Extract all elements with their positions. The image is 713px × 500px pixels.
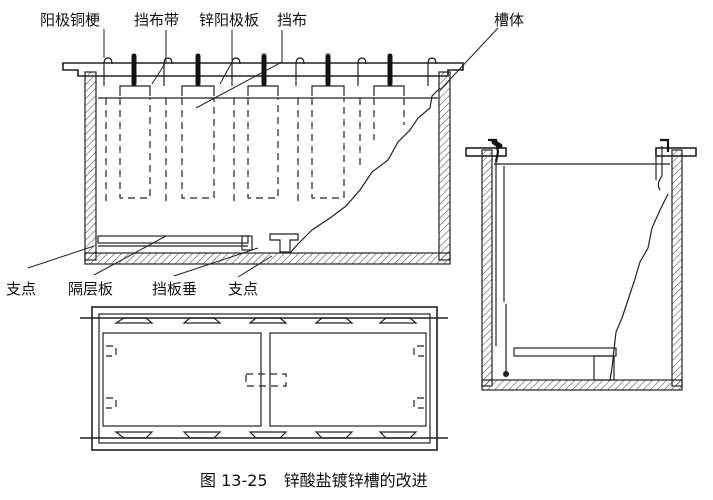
top-plan-view [80,306,448,451]
side-cutaway-edge [609,193,669,381]
label-cloth-strap: 挡布带 [134,11,179,29]
zinc-anode-plate [119,98,151,199]
side-right-wall [671,149,683,387]
label-separator: 隔层板 [68,280,113,298]
label-cloth: 挡布 [277,11,307,29]
zinc-anode-plate [247,98,279,199]
hook [357,57,367,86]
side-separator-board [513,347,617,357]
plan-right-compartment [269,332,427,427]
separator-board [97,235,249,244]
figure-caption: 图 13-25 锌酸盐镀锌槽的改进 [200,471,428,490]
left-tank-wall [84,71,97,261]
zinc-anode-plate [311,98,345,199]
anode-assembly [103,53,437,206]
label-support-left: 支点 [6,280,36,298]
side-section-view [465,138,697,391]
front-section-view [27,27,499,278]
cutaway-edge [289,87,441,254]
label-zinc-anode: 锌阳极板 [199,11,259,29]
hook [427,57,437,86]
zinc-anode-plate [181,98,215,199]
right-tank-wall [438,71,451,261]
hook [295,57,305,86]
plan-left-compartment [102,332,262,427]
label-anode-rod: 阳极铜梗 [40,11,100,29]
label-tank-body: 槽体 [494,11,524,29]
side-bottom-wall [481,379,683,391]
baffle [269,233,299,253]
label-support-right: 支点 [228,280,258,298]
label-baffle: 挡板垂 [152,280,197,298]
plan-outer-frame [91,306,438,451]
hook [163,57,173,86]
hook [103,57,113,86]
side-left-wall [481,149,493,387]
